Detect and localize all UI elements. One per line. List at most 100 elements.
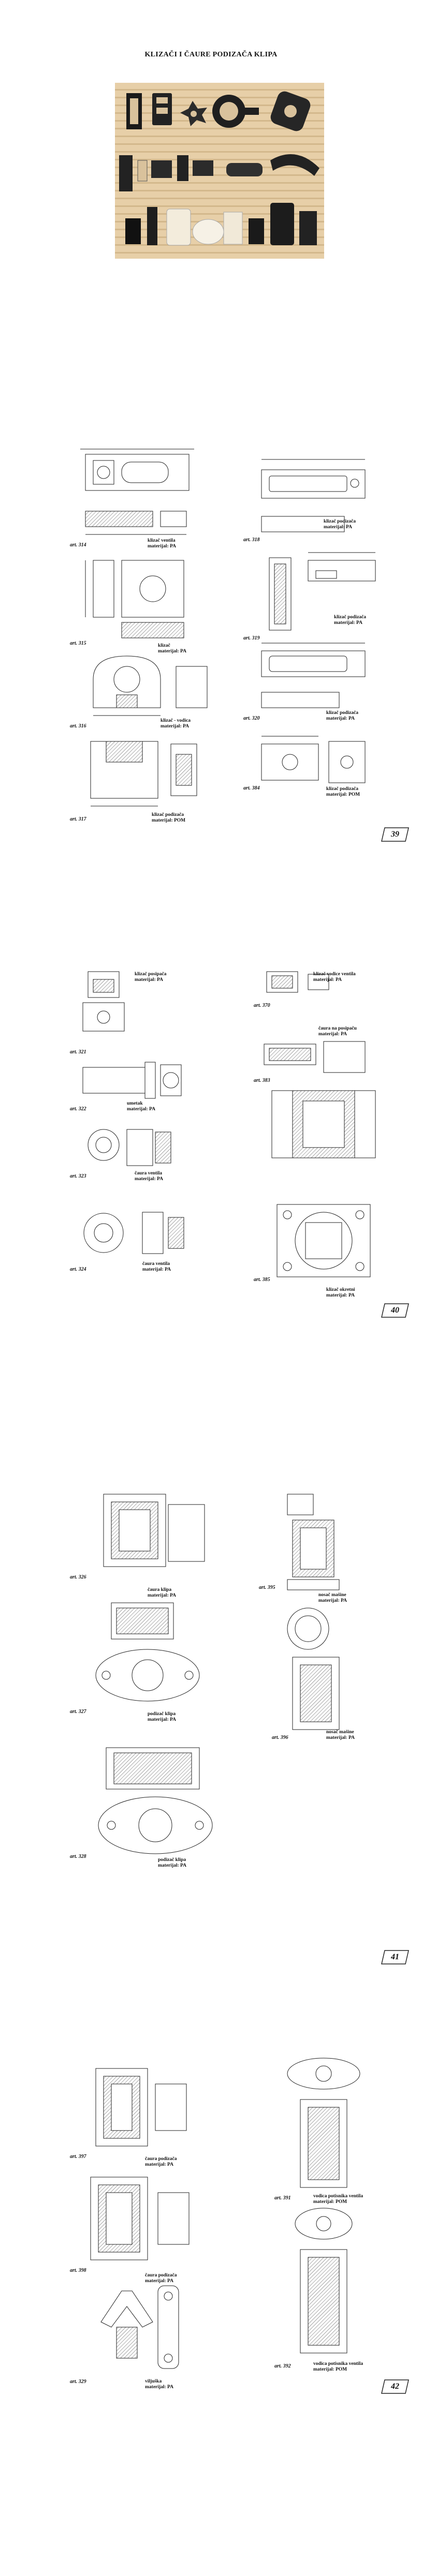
art-label: art. 327 — [70, 1709, 86, 1715]
catalog-title: KLIZAČI I ČAURE PODIZAČA KLIPA — [144, 51, 278, 58]
drawing-art-323 — [88, 1129, 171, 1166]
drawing-art-385-top — [271, 1090, 376, 1158]
art-label: art. 323 — [70, 1173, 86, 1179]
page-number-badge — [381, 827, 409, 842]
art-label: art. 391 — [274, 2195, 291, 2201]
page-number: 42 — [391, 2382, 399, 2391]
drawing-art-383 — [264, 1041, 366, 1073]
drawing-art-370 — [266, 971, 329, 993]
photo-part-comb — [137, 160, 148, 182]
page-41-drawings — [95, 1494, 340, 1854]
drawing-art-396 — [287, 1607, 340, 1730]
drawing-art-398 — [90, 2177, 190, 2260]
drawing-art-320 — [261, 643, 366, 708]
page-number-badge — [381, 1950, 409, 1964]
photo-part-block — [151, 160, 172, 178]
page-number-badge — [381, 1303, 409, 1318]
drawing-art-315 — [85, 560, 184, 638]
drawing-art-316 — [93, 656, 208, 716]
art-label: art. 328 — [70, 1854, 86, 1859]
art-label: art. 316 — [70, 723, 86, 729]
drawing-art-384 — [261, 736, 366, 783]
drawing-art-397 — [95, 2068, 187, 2147]
art-label: art. 322 — [70, 1106, 86, 1112]
art-label: art. 383 — [254, 1078, 270, 1083]
drawing-art-326 — [103, 1494, 205, 1567]
photo-part-arm — [270, 154, 319, 176]
drawing-art-391 — [287, 2058, 360, 2188]
page-number: 41 — [391, 1953, 399, 1961]
art-label: art. 385 — [254, 1277, 270, 1283]
page-number: 40 — [391, 1306, 399, 1315]
art-label: art. 384 — [243, 785, 260, 791]
drawing-art-329 — [100, 2285, 179, 2369]
photo-part-black-tower — [270, 203, 294, 245]
art-label: art. 329 — [70, 2379, 86, 2385]
art-label: art. 321 — [70, 1049, 86, 1055]
drawing-art-328 — [98, 1747, 213, 1854]
art-label: art. 324 — [70, 1267, 86, 1272]
art-label: art. 317 — [70, 816, 86, 822]
page-39-drawings — [80, 449, 376, 807]
drawing-art-324 — [83, 1212, 184, 1254]
page-42-drawings — [90, 2058, 360, 2369]
page-40-drawings — [82, 971, 376, 1277]
art-label: art. 392 — [274, 2363, 291, 2369]
art-label: art. 320 — [243, 716, 260, 721]
photo-part-bushing — [125, 218, 141, 244]
drawing-art-317 — [90, 741, 197, 807]
art-label: art. 319 — [243, 635, 260, 641]
photo-part-white-cylinder — [192, 219, 224, 245]
drawing-art-395 — [287, 1494, 340, 1590]
drawing-art-392 — [295, 2208, 353, 2354]
page-number: 39 — [391, 830, 399, 839]
drawing-art-321 — [82, 971, 125, 1032]
drawing-art-385-bottom — [277, 1204, 371, 1277]
art-label: art. 318 — [243, 537, 260, 543]
art-label: art. 396 — [272, 1735, 288, 1740]
photo-part-white-block — [166, 209, 191, 246]
art-label: art. 314 — [70, 542, 86, 548]
art-label: art. 326 — [70, 1574, 86, 1580]
drawing-art-319 — [269, 552, 376, 631]
drawing-art-318 — [261, 459, 366, 532]
drawing-art-327 — [95, 1602, 200, 1702]
art-label: art. 370 — [254, 1003, 270, 1008]
product-photo — [115, 83, 324, 259]
product-photo-art — [119, 91, 319, 246]
drawing-art-322 — [82, 1062, 182, 1099]
art-label: art. 315 — [70, 641, 86, 646]
drawing-art-314 — [80, 449, 194, 535]
photo-part-bar — [119, 155, 133, 191]
art-label: art. 397 — [70, 2154, 86, 2160]
page-number-badge — [381, 2379, 409, 2394]
art-label: art. 395 — [259, 1585, 275, 1590]
